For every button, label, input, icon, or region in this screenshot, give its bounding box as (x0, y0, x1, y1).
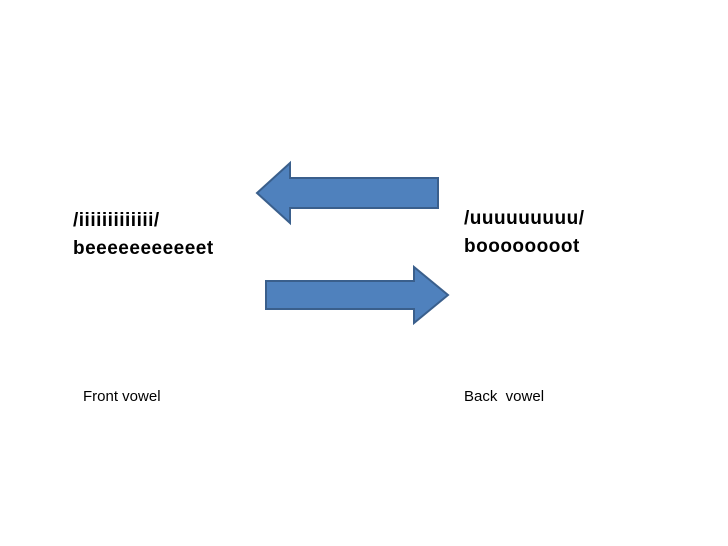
front-vowel-caption: Front vowel (83, 388, 161, 405)
back-vowel-caption: Back vowel (464, 388, 545, 405)
back-phoneme: /uuuuuuuuu/ (464, 208, 585, 229)
left-arrow-icon (255, 160, 439, 226)
front-phoneme: /iiiiiiiiiiiii/ (73, 210, 160, 231)
right-arrow-icon (265, 264, 450, 326)
front-vowel-block: /iiiiiiiiiiiii/ beeeeeeeeeeet (73, 207, 214, 263)
back-vowel-block: /uuuuuuuuu/ boooooooot (464, 205, 585, 261)
back-example-word: boooooooot (464, 236, 580, 257)
front-example-word: beeeeeeeeeeet (73, 238, 214, 259)
